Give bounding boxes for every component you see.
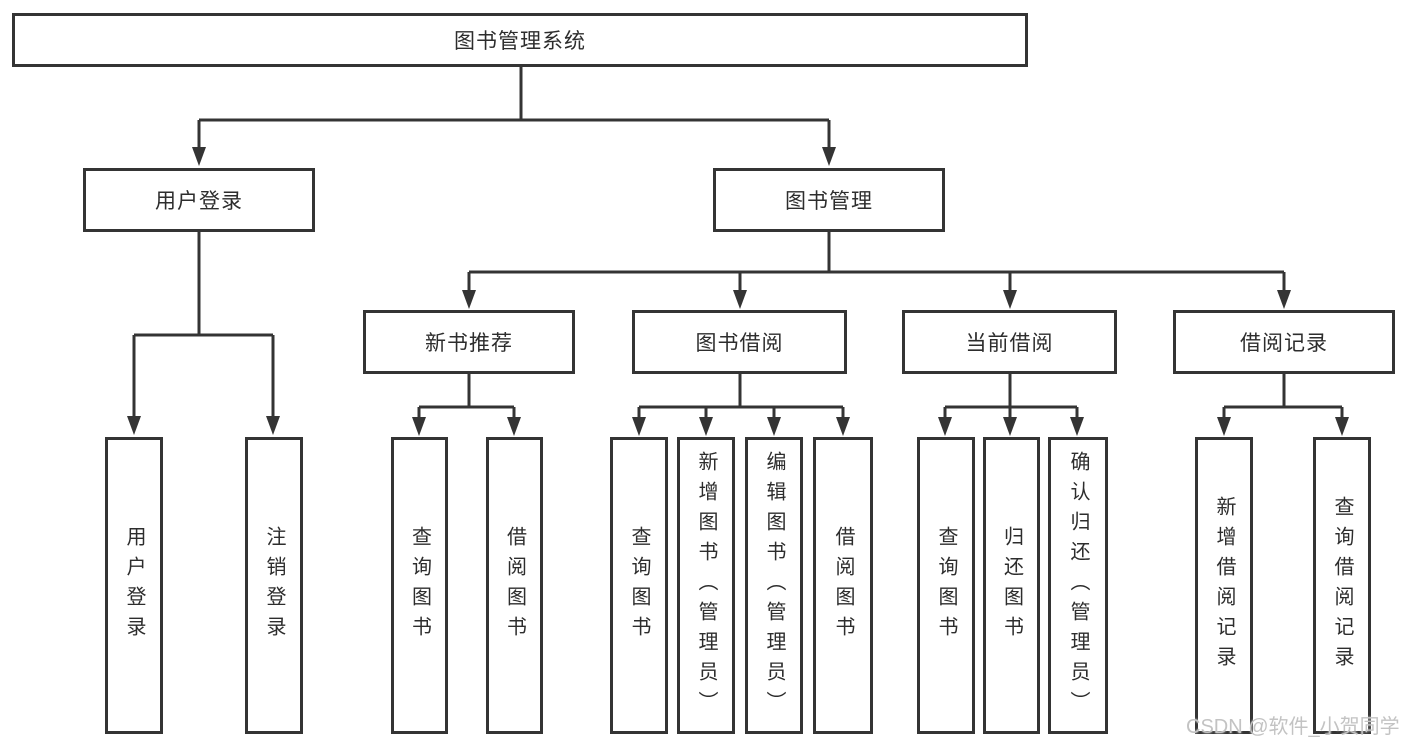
leaf-current-query-books-label: 查询图书 bbox=[935, 525, 957, 646]
leaf-recommend-borrow-books-label: 借阅图书 bbox=[503, 525, 526, 646]
leaf-logout: 注销登录 bbox=[245, 437, 303, 734]
leaf-return-books-label: 归还图书 bbox=[1000, 525, 1023, 646]
leaf-confirm-return-admin: 确认归还（管理员） bbox=[1048, 437, 1108, 734]
leaf-logout-label: 注销登录 bbox=[263, 525, 285, 646]
node-borrowing-records-label: 借阅记录 bbox=[1240, 332, 1328, 355]
leaf-add-book-admin: 新增图书（管理员） bbox=[677, 437, 735, 734]
leaf-add-book-admin-label: 新增图书（管理员） bbox=[695, 450, 717, 721]
node-current-borrowing: 当前借阅 bbox=[902, 310, 1117, 374]
node-user-login-branch-label: 用户登录 bbox=[155, 190, 243, 213]
node-borrowing-records: 借阅记录 bbox=[1173, 310, 1395, 374]
leaf-recommend-query-books: 查询图书 bbox=[391, 437, 448, 734]
leaf-borrowing-borrow-books-label: 借阅图书 bbox=[832, 525, 854, 646]
node-book-borrowing: 图书借阅 bbox=[632, 310, 847, 374]
leaf-recommend-borrow-books: 借阅图书 bbox=[486, 437, 543, 734]
leaf-user-login: 用户登录 bbox=[105, 437, 163, 734]
leaf-add-borrow-record-label: 新增借阅记录 bbox=[1213, 495, 1235, 676]
leaf-borrowing-borrow-books: 借阅图书 bbox=[813, 437, 873, 734]
leaf-recommend-query-books-label: 查询图书 bbox=[408, 525, 431, 646]
leaf-query-borrow-record: 查询借阅记录 bbox=[1313, 437, 1371, 734]
arrowhead-icons bbox=[127, 147, 1349, 436]
node-system-root-label: 图书管理系统 bbox=[454, 30, 586, 53]
connector-segments bbox=[132, 65, 1344, 420]
leaf-user-login-label: 用户登录 bbox=[123, 525, 145, 646]
node-book-management-branch-label: 图书管理 bbox=[785, 190, 873, 213]
csdn-watermark: CSDN @软件_小贺同学 bbox=[1186, 716, 1400, 738]
leaf-edit-book-admin-label: 编辑图书（管理员） bbox=[763, 450, 785, 721]
leaf-current-query-books: 查询图书 bbox=[917, 437, 975, 734]
leaf-add-borrow-record: 新增借阅记录 bbox=[1195, 437, 1253, 734]
node-current-borrowing-label: 当前借阅 bbox=[965, 332, 1054, 355]
leaf-borrowing-query-books: 查询图书 bbox=[610, 437, 668, 734]
node-book-management-branch: 图书管理 bbox=[713, 168, 945, 232]
node-new-book-recommend-label: 新书推荐 bbox=[425, 332, 513, 355]
leaf-query-borrow-record-label: 查询借阅记录 bbox=[1331, 495, 1353, 676]
node-book-borrowing-label: 图书借阅 bbox=[695, 332, 784, 355]
node-user-login-branch: 用户登录 bbox=[83, 168, 315, 232]
leaf-confirm-return-admin-label: 确认归还（管理员） bbox=[1067, 450, 1089, 721]
leaf-edit-book-admin: 编辑图书（管理员） bbox=[745, 437, 803, 734]
leaf-return-books: 归还图书 bbox=[983, 437, 1040, 734]
node-system-root: 图书管理系统 bbox=[12, 13, 1028, 67]
leaf-borrowing-query-books-label: 查询图书 bbox=[628, 525, 650, 646]
node-new-book-recommend: 新书推荐 bbox=[363, 310, 575, 374]
